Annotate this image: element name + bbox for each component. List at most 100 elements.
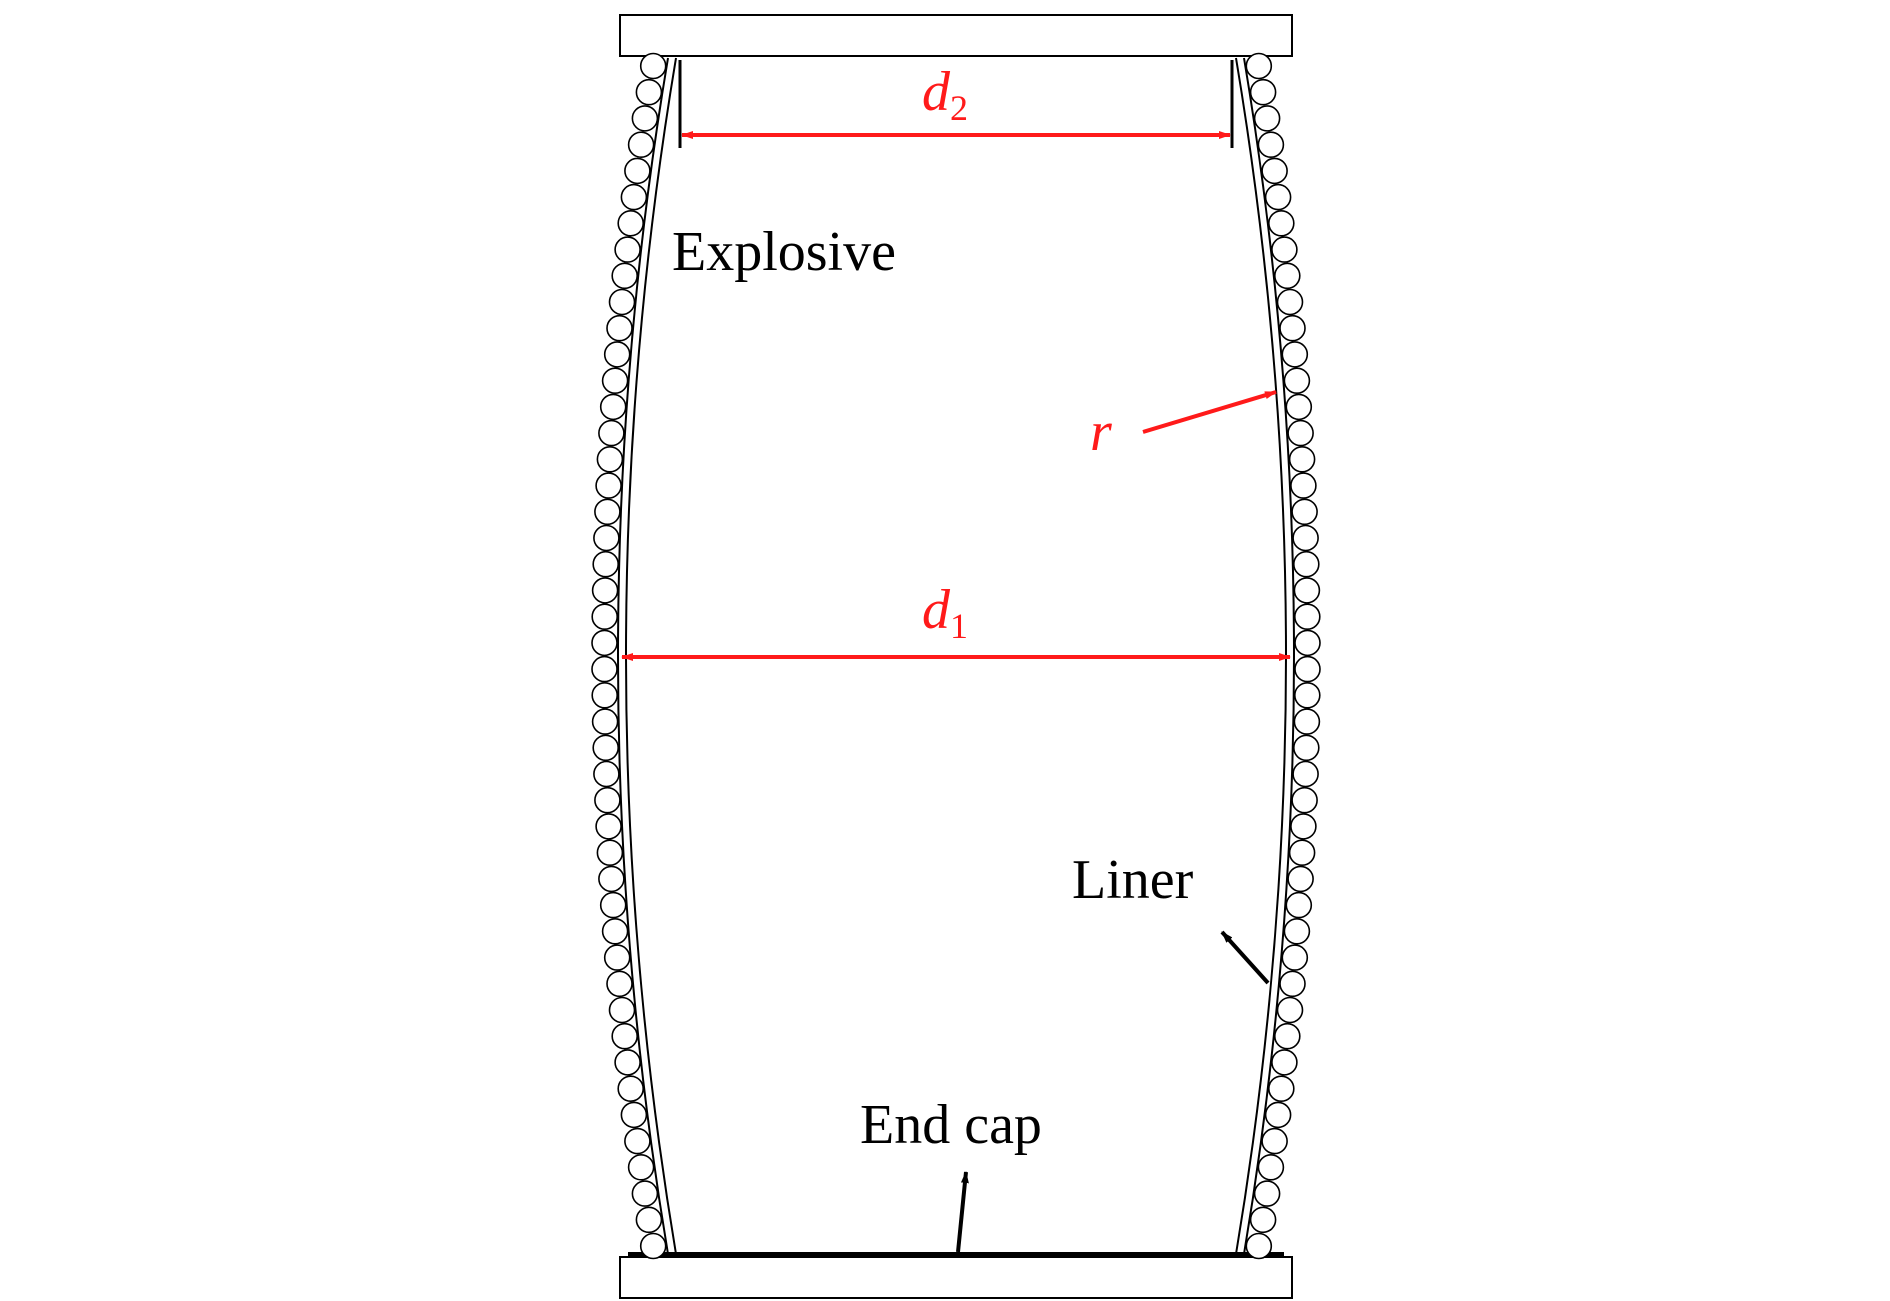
- bottom-end-cap: [619, 1256, 1293, 1299]
- ball-right: [1283, 917, 1311, 945]
- ball-right: [1253, 105, 1281, 132]
- d2-dimension: d2: [678, 60, 1234, 148]
- ball-right: [1261, 157, 1288, 185]
- ball-right: [1276, 996, 1304, 1024]
- ball-left: [606, 314, 633, 342]
- ball-right: [1283, 367, 1311, 395]
- r-arrow: [1142, 390, 1277, 434]
- liner-left-outer: [617, 57, 669, 1255]
- ball-right: [1293, 708, 1321, 735]
- liner-right-outer: [1243, 57, 1295, 1255]
- ball-left: [624, 157, 651, 185]
- ball-left: [627, 1154, 655, 1181]
- ball-right: [1281, 341, 1309, 368]
- ball-left: [606, 970, 633, 998]
- ball-right: [1245, 1232, 1273, 1260]
- ball-left: [620, 183, 648, 211]
- ball-right: [1290, 472, 1317, 499]
- ball-right: [1291, 498, 1318, 526]
- r-annotation: r: [1090, 390, 1277, 463]
- ball-right: [1294, 603, 1321, 631]
- ball-left: [592, 734, 620, 762]
- ball-right: [1281, 944, 1309, 971]
- explosive-label: Explosive: [672, 221, 896, 283]
- ball-left: [596, 445, 624, 473]
- ball-left: [591, 603, 619, 631]
- ball-left: [614, 1049, 641, 1076]
- ball-right: [1261, 1127, 1288, 1155]
- ball-right: [1274, 262, 1301, 290]
- ball-right: [1264, 1101, 1292, 1129]
- ball-right: [1271, 236, 1298, 263]
- ball-left: [635, 1206, 663, 1234]
- ball-left: [608, 996, 636, 1024]
- ball-left: [596, 839, 624, 867]
- ball-right: [1279, 970, 1306, 998]
- ball-right: [1257, 131, 1285, 158]
- r-label: r: [1090, 401, 1112, 463]
- ball-left: [595, 813, 622, 840]
- ball-left: [599, 891, 627, 919]
- ball-right: [1288, 445, 1316, 473]
- ball-right: [1294, 629, 1321, 657]
- ball-left: [594, 498, 621, 526]
- top-end-cap: [619, 14, 1293, 57]
- ball-left: [591, 629, 618, 657]
- ball-right: [1271, 1049, 1298, 1076]
- ball-right: [1294, 681, 1321, 709]
- ball-right: [1293, 577, 1321, 604]
- ball-left: [614, 236, 641, 263]
- ball-left: [635, 78, 663, 106]
- ball-left: [627, 131, 655, 158]
- ball-right: [1292, 524, 1319, 552]
- ball-right: [1268, 1075, 1295, 1102]
- ball-left: [631, 105, 659, 132]
- ball-right: [1264, 183, 1292, 211]
- ball-left: [593, 760, 620, 788]
- ball-left: [617, 210, 645, 237]
- ball-left: [611, 1022, 639, 1050]
- ball-left: [603, 944, 631, 971]
- ball-left: [631, 1180, 659, 1207]
- liner-label: Liner: [1072, 849, 1194, 911]
- ball-right: [1249, 1206, 1277, 1234]
- ball-left: [593, 524, 620, 552]
- ball-left: [591, 681, 619, 709]
- ball-right: [1291, 786, 1318, 814]
- ball-right: [1294, 655, 1321, 683]
- ball-left: [639, 52, 667, 80]
- ball-right: [1253, 1180, 1281, 1207]
- ball-left: [594, 786, 621, 814]
- ball-left: [592, 550, 620, 578]
- ball-left: [639, 1232, 667, 1260]
- ball-right: [1288, 839, 1316, 867]
- ball-left: [598, 419, 625, 447]
- ball-left: [598, 865, 625, 893]
- ball-left: [620, 1101, 648, 1129]
- d2-label: d2: [922, 61, 968, 128]
- d1-dimension: d1: [621, 579, 1291, 661]
- ball-right: [1245, 52, 1273, 80]
- liner-arrow: [1220, 930, 1270, 985]
- ball-right: [1285, 891, 1313, 919]
- end-cap-label: End cap: [860, 1094, 1042, 1156]
- ball-right: [1268, 210, 1295, 237]
- ball-left: [611, 262, 639, 290]
- ball-columns: [591, 52, 1321, 1260]
- ball-right: [1274, 1022, 1301, 1050]
- d1-label: d1: [922, 579, 968, 646]
- ball-left: [624, 1127, 651, 1155]
- end-cap-arrow: [956, 1171, 969, 1253]
- ball-right: [1287, 419, 1314, 447]
- ball-left: [608, 288, 636, 316]
- ball-right: [1249, 78, 1277, 106]
- ball-left: [591, 577, 619, 604]
- ball-left: [601, 367, 629, 395]
- ball-right: [1279, 314, 1306, 342]
- ball-left: [603, 341, 631, 368]
- ball-right: [1285, 393, 1313, 421]
- ball-right: [1290, 813, 1317, 840]
- ball-right: [1293, 550, 1320, 578]
- ball-left: [595, 472, 622, 499]
